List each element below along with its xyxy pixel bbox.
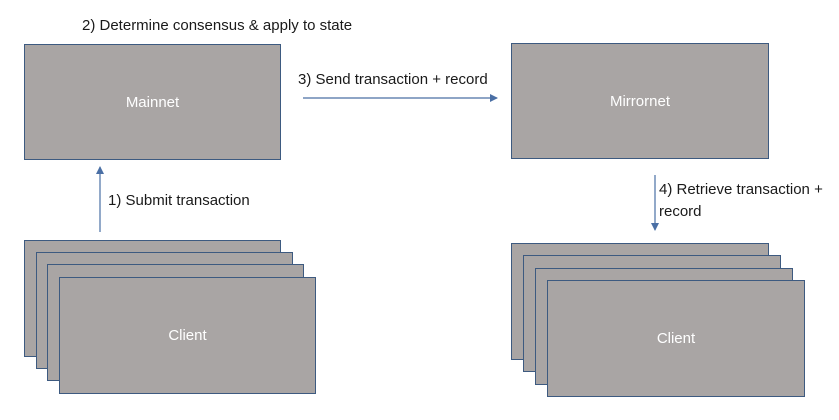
- client-left-label: Client: [168, 327, 207, 344]
- client-right-node: Client: [547, 280, 805, 397]
- mainnet-node: Mainnet: [24, 44, 281, 160]
- client-right-label: Client: [656, 330, 696, 347]
- client-left-node: Client: [59, 277, 316, 394]
- step-4-label-line1: 4) Retrieve transaction +: [659, 181, 823, 198]
- step-2-label: 2) Determine consensus & apply to state: [82, 17, 353, 34]
- mainnet-label: Mainnet: [125, 93, 180, 111]
- step-1-label: 1) Submit transaction: [108, 192, 250, 209]
- mirrornet-node: Mirrornet: [511, 43, 769, 159]
- step-3-label: 3) Send transaction + record: [298, 71, 488, 88]
- step-4-label-line2: record: [659, 203, 702, 220]
- mirrornet-label: Mirrornet: [609, 92, 670, 110]
